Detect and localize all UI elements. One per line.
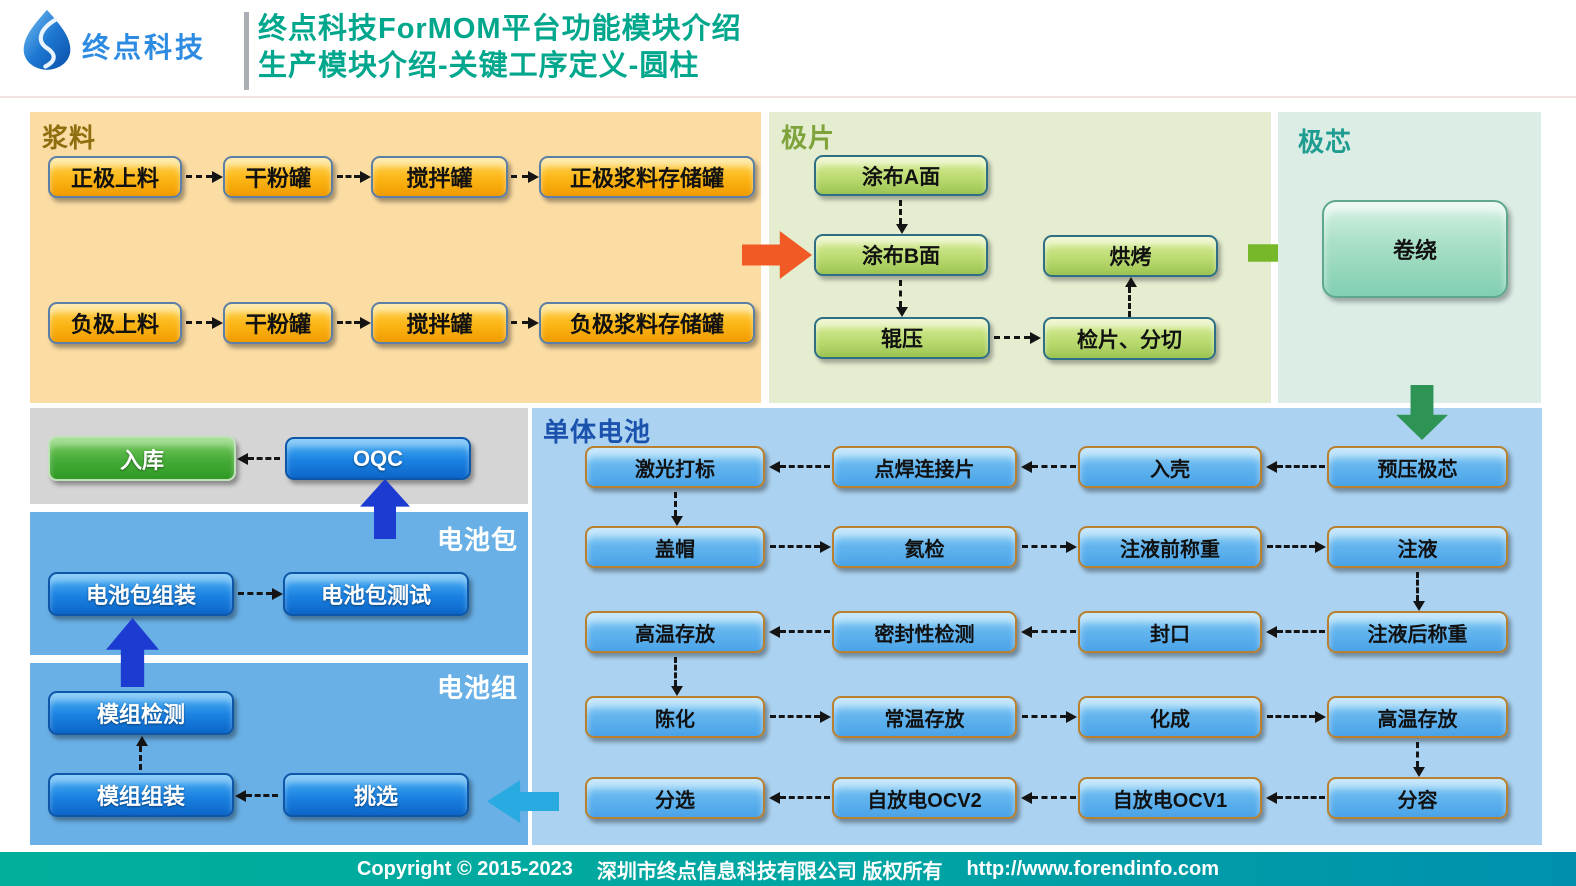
footer-company: 深圳市终点信息科技有限公司 版权所有	[596, 860, 943, 883]
page-title: 终点科技ForMOM平台功能模块介绍 生产模块介绍-关键工序定义-圆柱	[258, 11, 742, 85]
dashed-connector	[1413, 572, 1425, 611]
dashed-connector	[1267, 541, 1326, 553]
page-title-line1: 终点科技ForMOM平台功能模块介绍	[258, 13, 742, 45]
node-self-discharge-ocv2: 自放电OCV2	[832, 777, 1017, 819]
node-mixing-tank: 搅拌罐	[371, 302, 508, 344]
dashed-connector	[769, 792, 830, 804]
node-baking: 烘烤	[1043, 235, 1218, 277]
node-module-inspection: 模组检测	[48, 691, 234, 735]
node-picking: 挑选	[283, 773, 469, 817]
node-anode-slurry-storage-tank: 负极浆料存储罐	[539, 302, 755, 344]
node-laser-marking: 激光打标	[585, 446, 765, 488]
dashed-connector	[186, 317, 223, 329]
node-aging: 陈化	[585, 696, 765, 738]
node-mixing-tank: 搅拌罐	[371, 156, 508, 198]
dashed-connector	[896, 200, 908, 234]
dashed-connector	[1022, 711, 1077, 723]
node-module-assembly: 模组组装	[48, 773, 234, 817]
footer-bar: Copyright © 2015-2023 深圳市终点信息科技有限公司 版权所有…	[0, 852, 1576, 886]
dashed-connector	[337, 317, 371, 329]
node-sorting: 分选	[585, 777, 765, 819]
dashed-connector	[237, 453, 280, 465]
footer-copyright: Copyright © 2015-2023	[356, 857, 573, 880]
panel-electrode-title: 极片	[781, 123, 836, 153]
dashed-connector	[770, 711, 831, 723]
node-anode-feeding: 负极上料	[48, 302, 182, 344]
dashed-connector	[186, 171, 223, 183]
node-formation: 化成	[1078, 696, 1262, 738]
footer-url: http://www.forendinfo.com	[966, 857, 1220, 880]
node-helium-check: 氦检	[832, 526, 1017, 568]
node-post-injection-weighing: 注液后称重	[1327, 611, 1508, 653]
dashed-connector	[1021, 626, 1076, 638]
header-divider	[244, 12, 249, 90]
node-pack-assembly: 电池包组装	[48, 572, 234, 616]
node-coating-side-a: 涂布A面	[814, 155, 988, 196]
dashed-connector	[770, 541, 831, 553]
node-dry-powder-tank: 干粉罐	[223, 156, 333, 198]
node-pre-press-core: 预压极芯	[1327, 446, 1508, 488]
dashed-connector	[1266, 461, 1325, 473]
node-self-discharge-ocv1: 自放电OCV1	[1078, 777, 1262, 819]
node-oqc: OQC	[285, 437, 471, 480]
panel-slurry-title: 浆料	[42, 123, 97, 153]
dashed-connector	[1267, 711, 1326, 723]
page-title-line2: 生产模块介绍-关键工序定义-圆柱	[258, 50, 700, 82]
panel-cell-title: 单体电池	[543, 417, 652, 447]
dashed-connector	[671, 492, 683, 526]
dashed-connector	[769, 461, 830, 473]
panel-pack-title: 电池包	[436, 525, 518, 555]
node-roller-pressing: 辊压	[814, 317, 990, 359]
dashed-connector	[235, 790, 278, 802]
logo-icon	[22, 8, 72, 70]
node-high-temp-storage: 高温存放	[585, 611, 765, 653]
dashed-connector	[994, 332, 1041, 344]
node-case-insertion: 入壳	[1078, 446, 1262, 488]
node-spot-weld-tab: 点焊连接片	[832, 446, 1017, 488]
dashed-connector	[1022, 541, 1077, 553]
node-cathode-slurry-storage-tank: 正极浆料存储罐	[539, 156, 755, 198]
dashed-connector	[511, 171, 539, 183]
node-cathode-feeding: 正极上料	[48, 156, 182, 198]
node-inspect-slitting: 检片、分切	[1043, 317, 1216, 360]
dashed-connector	[1266, 626, 1325, 638]
dashed-connector	[337, 171, 371, 183]
dashed-connector	[238, 588, 283, 600]
dashed-connector	[136, 736, 148, 770]
dashed-connector	[1266, 792, 1325, 804]
node-warehousing: 入库	[48, 436, 236, 481]
dashed-connector	[769, 626, 830, 638]
dashed-connector	[1021, 461, 1076, 473]
node-high-temp-storage-2: 高温存放	[1327, 696, 1508, 738]
node-capping: 盖帽	[585, 526, 765, 568]
node-dry-powder-tank: 干粉罐	[223, 302, 333, 344]
dashed-connector	[671, 657, 683, 696]
logo-text: 终点科技	[82, 32, 207, 63]
node-pack-testing: 电池包测试	[283, 572, 469, 616]
node-capacity-grading: 分容	[1327, 777, 1508, 819]
node-room-temp-storage: 常温存放	[832, 696, 1017, 738]
dashed-connector	[1021, 792, 1076, 804]
node-winding: 卷绕	[1322, 200, 1508, 298]
dashed-connector	[1413, 742, 1425, 777]
header-rule	[0, 96, 1576, 98]
dashed-connector	[511, 317, 539, 329]
node-electrolyte-injection: 注液	[1327, 526, 1508, 568]
node-pre-injection-weighing: 注液前称重	[1078, 526, 1262, 568]
panel-core-title: 极芯	[1298, 127, 1353, 157]
node-coating-side-b: 涂布B面	[814, 234, 988, 276]
panel-module-title: 电池组	[436, 673, 518, 703]
node-seal-test: 密封性检测	[832, 611, 1017, 653]
dashed-connector	[1125, 277, 1137, 317]
dashed-connector	[896, 280, 908, 317]
node-sealing: 封口	[1078, 611, 1262, 653]
